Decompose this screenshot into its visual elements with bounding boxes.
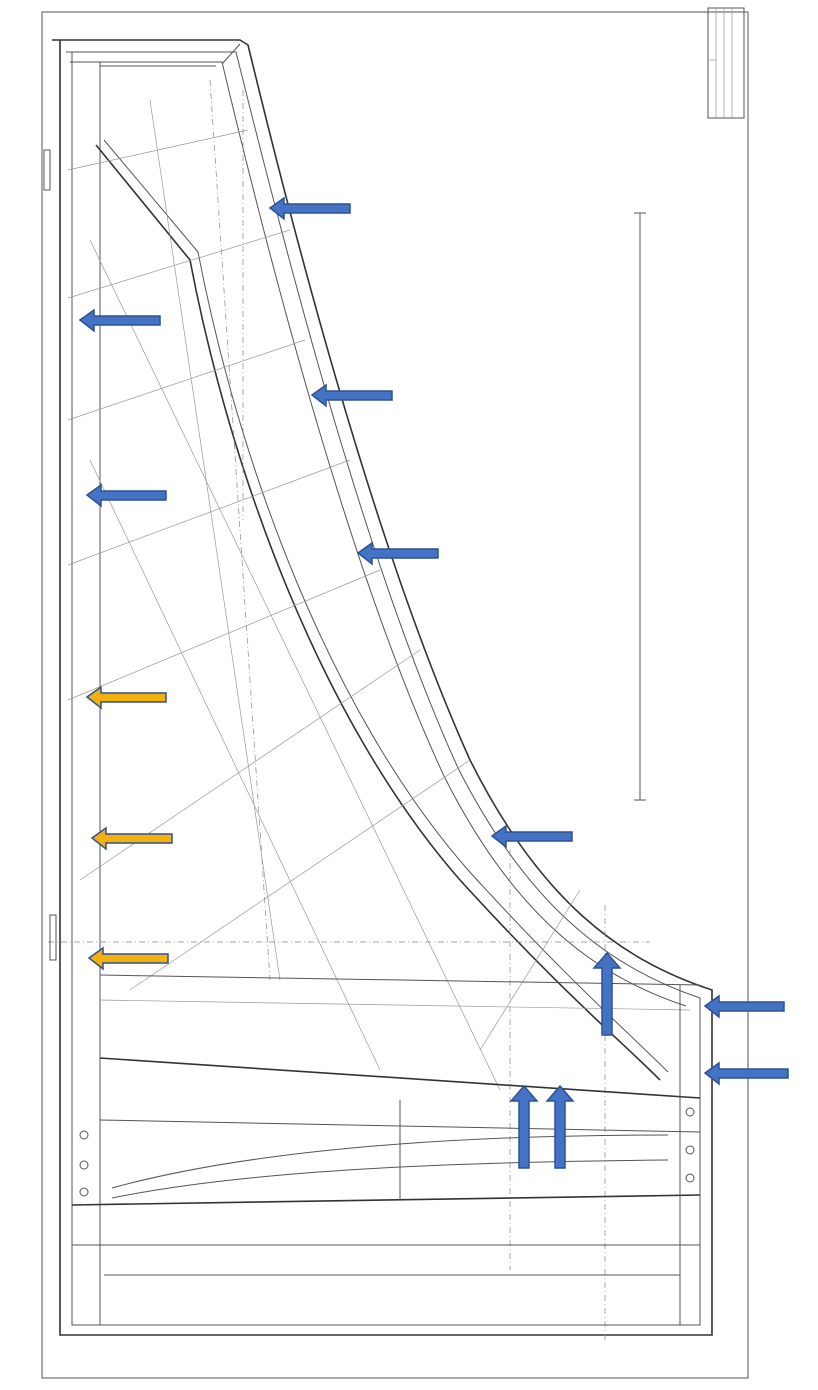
arrow-left-icon (90, 826, 173, 851)
arrow-left-icon (268, 196, 351, 221)
blue-left-arrows (78, 196, 789, 1086)
arrow-up-icon (592, 951, 622, 1036)
arrow-left-icon (356, 541, 439, 566)
arrow-up-icon (545, 1084, 575, 1169)
soundboard-ribs (48, 79, 669, 1340)
blue-up-arrows (509, 951, 622, 1169)
arrow-up-icon (509, 1084, 539, 1169)
arrow-left-icon (87, 946, 169, 971)
arrow-left-icon (85, 483, 167, 508)
arrow-left-icon (490, 824, 573, 849)
yellow-left-arrows (85, 685, 173, 971)
case-outline (52, 39, 713, 1336)
keywell-section (43, 149, 701, 1325)
arrow-left-icon (85, 685, 167, 710)
sheet-frame (41, 11, 749, 1379)
arrow-left-icon (703, 994, 785, 1019)
title-block (707, 7, 745, 119)
arrow-left-icon (310, 383, 393, 408)
arrow-left-icon (703, 1061, 789, 1086)
dimension-line (634, 212, 646, 801)
arrow-left-icon (78, 308, 161, 333)
